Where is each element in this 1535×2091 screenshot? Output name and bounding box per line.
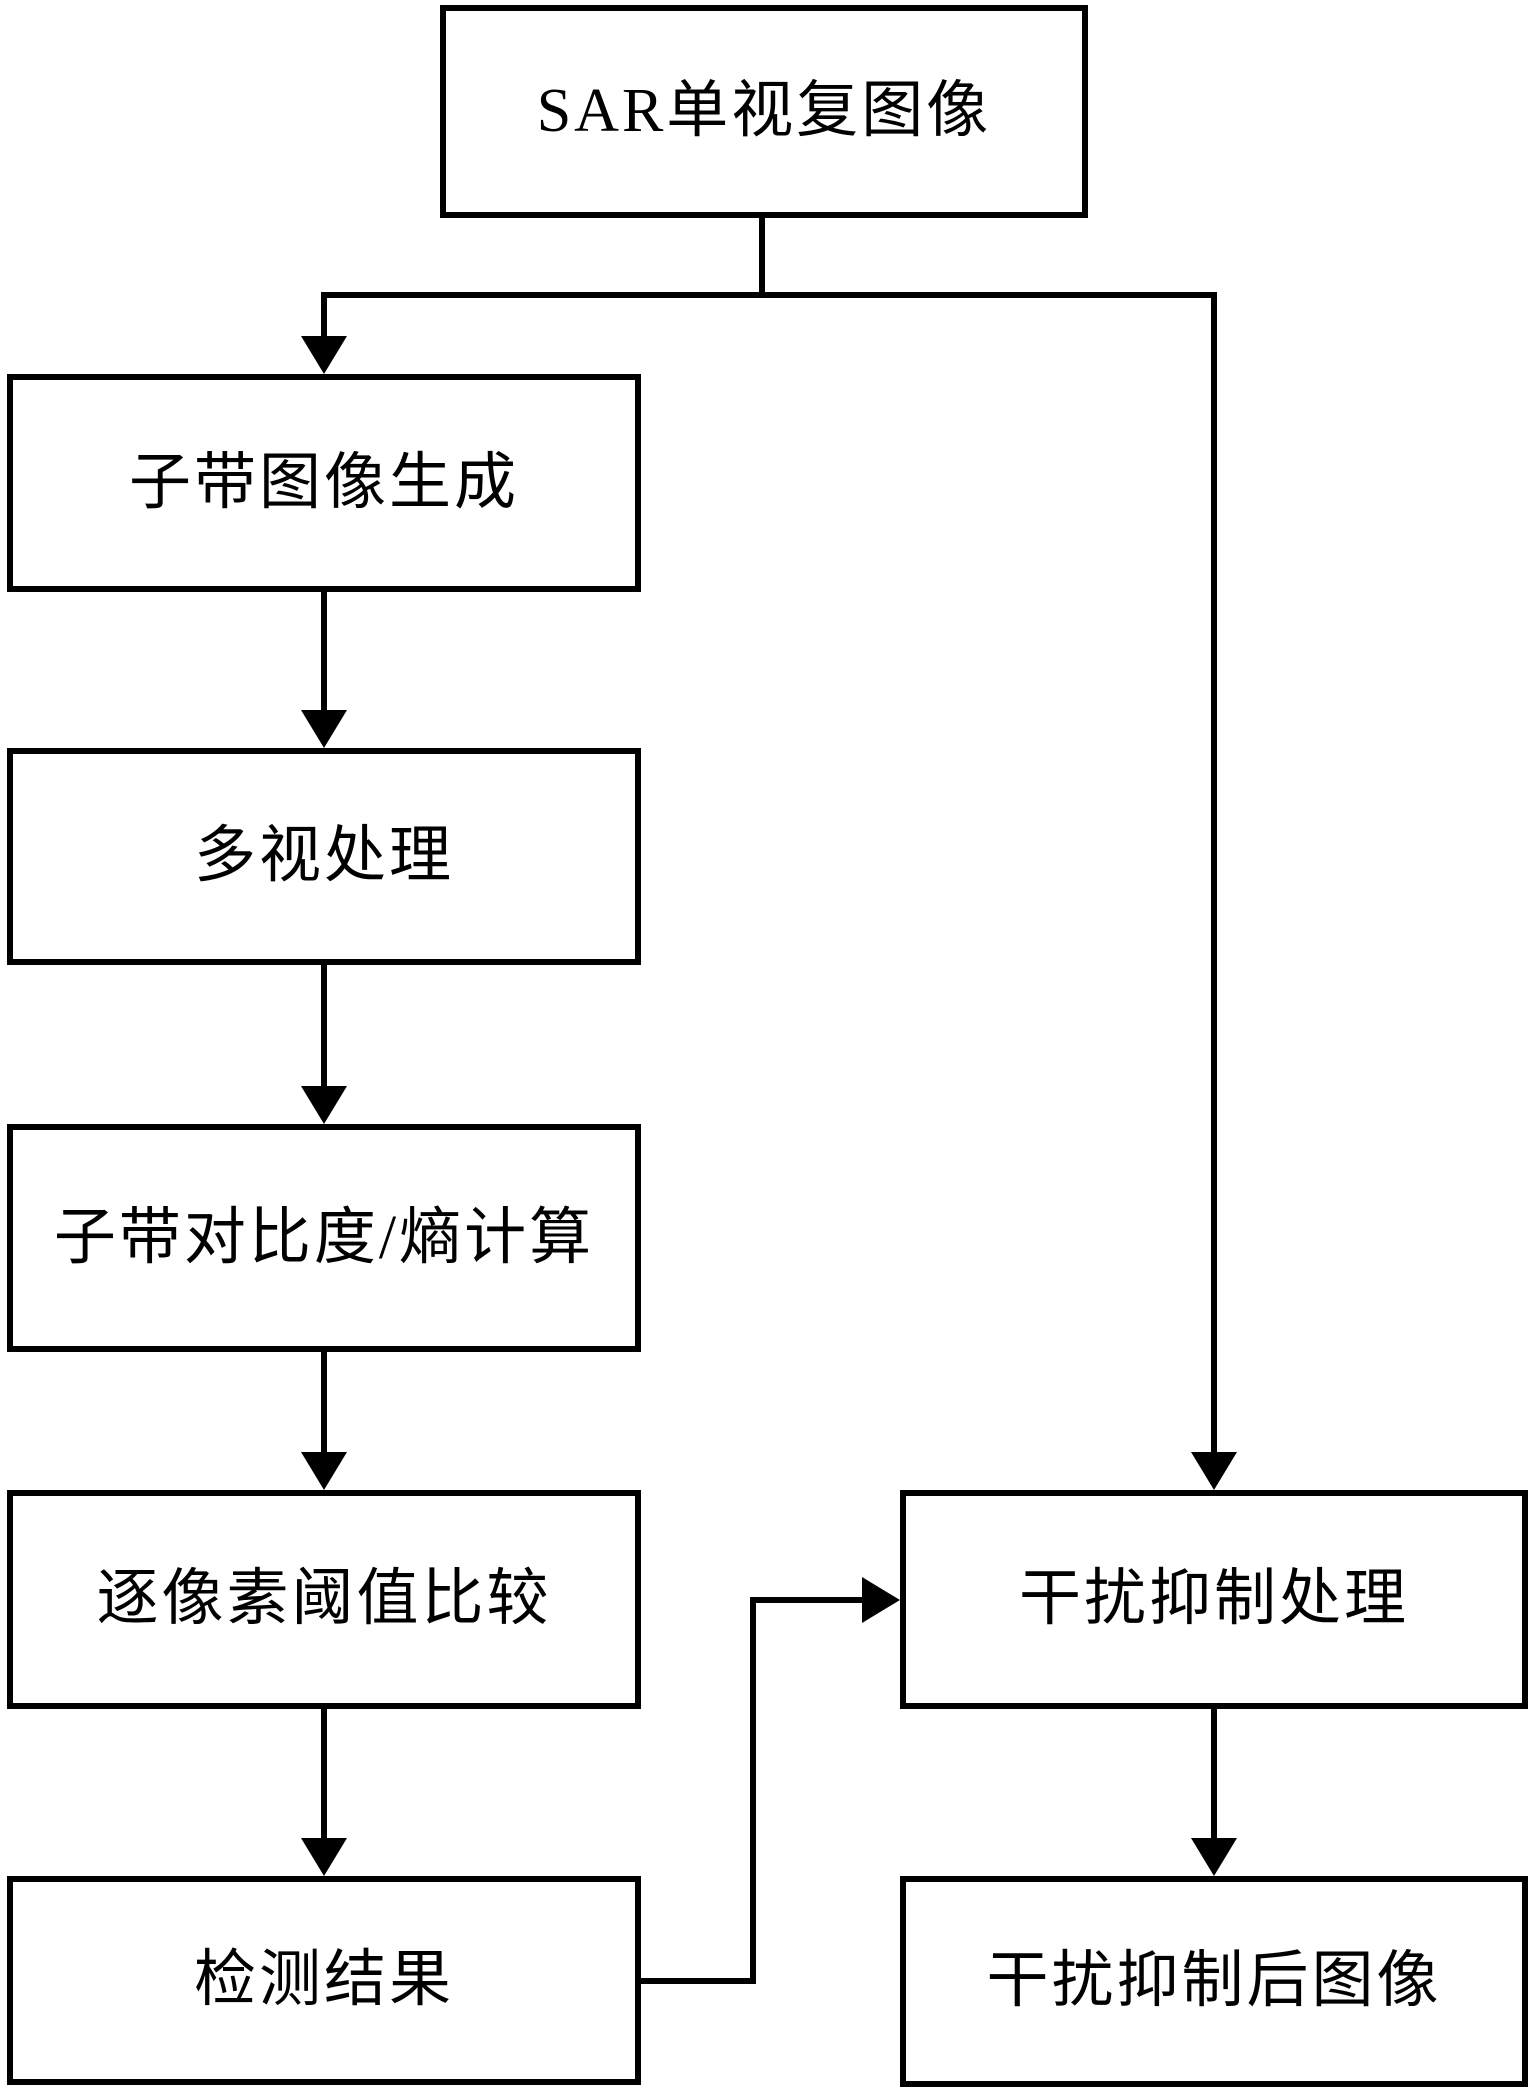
edge-threshold-to-detection-line xyxy=(321,1705,327,1840)
arrowhead-into-suppression-top xyxy=(1191,1452,1237,1490)
arrowhead-into-multilook xyxy=(301,710,347,748)
edge-detection-to-suppression-horizontal1 xyxy=(636,1978,756,1984)
node-detection-result: 检测结果 xyxy=(7,1876,641,2085)
arrowhead-into-threshold-comparison xyxy=(301,1452,347,1490)
arrowhead-into-suppression-left xyxy=(862,1577,900,1623)
edge-sar-to-suppression-line xyxy=(1211,292,1217,1454)
node-subband-image-generation-label: 子带图像生成 xyxy=(128,448,519,517)
node-multilook-processing-label: 多视处理 xyxy=(193,822,454,891)
arrowhead-into-subband-generation xyxy=(301,336,347,374)
arrowhead-into-detection-result xyxy=(301,1838,347,1876)
edge-detection-to-suppression-horizontal2 xyxy=(750,1597,864,1603)
edge-sar-to-subband-line xyxy=(321,292,327,340)
node-image-after-interference-suppression: 干扰抑制后图像 xyxy=(900,1876,1528,2087)
node-subband-contrast-entropy-calculation: 子带对比度/熵计算 xyxy=(7,1124,641,1352)
edge-subband-to-multilook-line xyxy=(321,588,327,712)
edge-suppression-to-output-line xyxy=(1211,1705,1217,1840)
node-image-after-interference-suppression-label: 干扰抑制后图像 xyxy=(986,1947,1442,2016)
node-interference-suppression-processing: 干扰抑制处理 xyxy=(900,1490,1528,1709)
node-interference-suppression-processing-label: 干扰抑制处理 xyxy=(1018,1565,1409,1634)
edge-branch-horizontal-line xyxy=(321,292,1217,298)
edge-contrast-to-threshold-line xyxy=(321,1348,327,1454)
arrowhead-into-output-image xyxy=(1191,1838,1237,1876)
node-detection-result-label: 检测结果 xyxy=(193,1946,454,2015)
edge-sar-to-branch-line xyxy=(759,214,765,298)
node-per-pixel-threshold-comparison: 逐像素阈值比较 xyxy=(7,1490,641,1709)
node-per-pixel-threshold-comparison-label: 逐像素阈值比较 xyxy=(96,1565,552,1634)
edge-multilook-to-contrast-line xyxy=(321,961,327,1088)
node-sar-slc-image-label: SAR单视复图像 xyxy=(536,77,992,146)
node-subband-image-generation: 子带图像生成 xyxy=(7,374,641,592)
edge-detection-to-suppression-vertical xyxy=(750,1597,756,1984)
node-sar-slc-image: SAR单视复图像 xyxy=(440,5,1088,218)
node-subband-contrast-entropy-calculation-label: 子带对比度/熵计算 xyxy=(53,1203,595,1272)
node-multilook-processing: 多视处理 xyxy=(7,748,641,965)
arrowhead-into-contrast-entropy xyxy=(301,1086,347,1124)
